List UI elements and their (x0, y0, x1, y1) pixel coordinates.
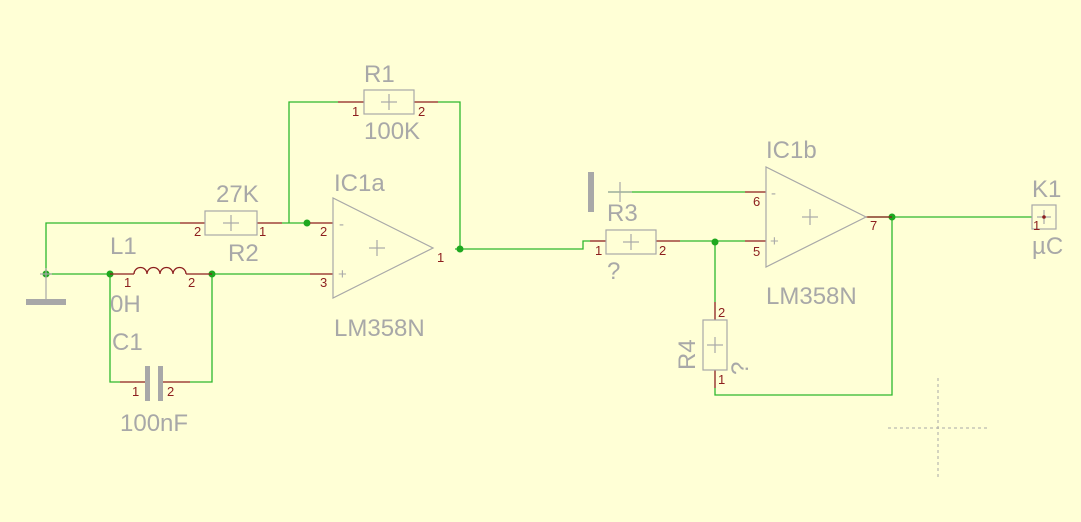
pin-number: 2 (188, 275, 195, 290)
capacitor-plate (158, 366, 163, 401)
opamp-triangle (332, 197, 435, 299)
wire-r1-right (438, 101, 461, 249)
wire-ic1a-out-to-r3 (455, 240, 590, 250)
pin-number: 1 (132, 384, 139, 399)
opamp-ic1a[interactable]: - + IC1a LM358N 2 3 1 (310, 170, 444, 342)
resistor-r4[interactable]: R4 ? 2 1 (674, 302, 754, 388)
junction (456, 245, 464, 253)
connector-k1[interactable]: K1 µC 1 (1031, 176, 1063, 260)
pin-number: 2 (418, 104, 425, 119)
crosshair-cursor-icon (888, 378, 988, 478)
resistor-r1[interactable]: R1 100K 1 2 (338, 61, 438, 145)
pin-number: 1 (595, 243, 602, 258)
component-ref: R4 (674, 339, 701, 370)
pad-dot (1042, 215, 1046, 219)
pin-number: 2 (320, 224, 327, 239)
opamp-triangle (765, 166, 868, 268)
opamp-ic1b[interactable]: - + IC1b LM358N 6 5 7 (745, 137, 892, 310)
pin-number: 1 (437, 250, 444, 265)
component-ref: C1 (112, 329, 143, 356)
pin-number: 3 (320, 275, 327, 290)
inductor-l1[interactable]: L1 0H 1 2 (110, 233, 212, 318)
component-ref: R2 (228, 240, 259, 267)
pin-number: 2 (659, 243, 666, 258)
wire-r1-left (288, 101, 338, 223)
wire-gnd-to-r2 (45, 222, 180, 274)
pin-number: 1 (124, 275, 131, 290)
component-value: LM358N (334, 315, 425, 342)
component-ref: L1 (110, 233, 137, 260)
pin-number: 1 (718, 372, 725, 387)
resistor-body (702, 319, 728, 371)
pin-number: 2 (167, 384, 174, 399)
pin-number: 1 (352, 104, 359, 119)
pin-number: 1 (259, 224, 266, 239)
component-ref: K1 (1032, 176, 1061, 203)
ground-symbol-ic1b[interactable] (588, 172, 632, 212)
component-ref: R1 (364, 61, 395, 88)
wire-c1-to-node (190, 274, 213, 383)
resistor-r3[interactable]: R3 ? 1 2 (590, 200, 680, 285)
wires (45, 101, 1032, 396)
component-ref: R3 (607, 200, 638, 227)
ground-symbol-left[interactable] (26, 268, 66, 305)
component-ref: IC1b (766, 137, 817, 164)
wire-l1-to-c1 (109, 274, 120, 383)
wire-r4-feedback (714, 217, 893, 396)
component-value: ? (727, 362, 754, 375)
inductor-coil (133, 266, 187, 275)
component-value: 0H (110, 291, 141, 318)
pin-number: 6 (753, 194, 760, 209)
component-value: 27K (216, 181, 259, 208)
plus-sign: + (338, 266, 347, 283)
ground-bar (588, 172, 594, 212)
component-value: 100K (364, 118, 420, 145)
pin-number: 2 (194, 224, 201, 239)
component-value: ? (607, 258, 620, 285)
resistor-r2[interactable]: 27K R2 2 1 (180, 181, 282, 267)
resistor-body (204, 210, 258, 236)
pin-number: 7 (870, 218, 877, 233)
resistor-body (363, 89, 415, 115)
minus-sign: - (339, 216, 344, 233)
minus-sign: - (771, 185, 776, 202)
capacitor-c1[interactable]: C1 100nF 1 2 (112, 329, 190, 437)
pin-number: 5 (753, 244, 760, 259)
junction (303, 219, 311, 227)
component-value: µC (1032, 233, 1063, 260)
pin-number: 2 (718, 305, 725, 320)
resistor-body (605, 229, 657, 255)
plus-sign: + (770, 233, 779, 250)
pin-number: 1 (1033, 218, 1040, 233)
ground-bar (26, 299, 66, 305)
capacitor-plate (145, 366, 150, 401)
junction (711, 238, 719, 246)
component-value: LM358N (766, 283, 857, 310)
component-value: 100nF (120, 410, 188, 437)
connector-body (1031, 204, 1057, 230)
component-ref: IC1a (334, 170, 385, 197)
